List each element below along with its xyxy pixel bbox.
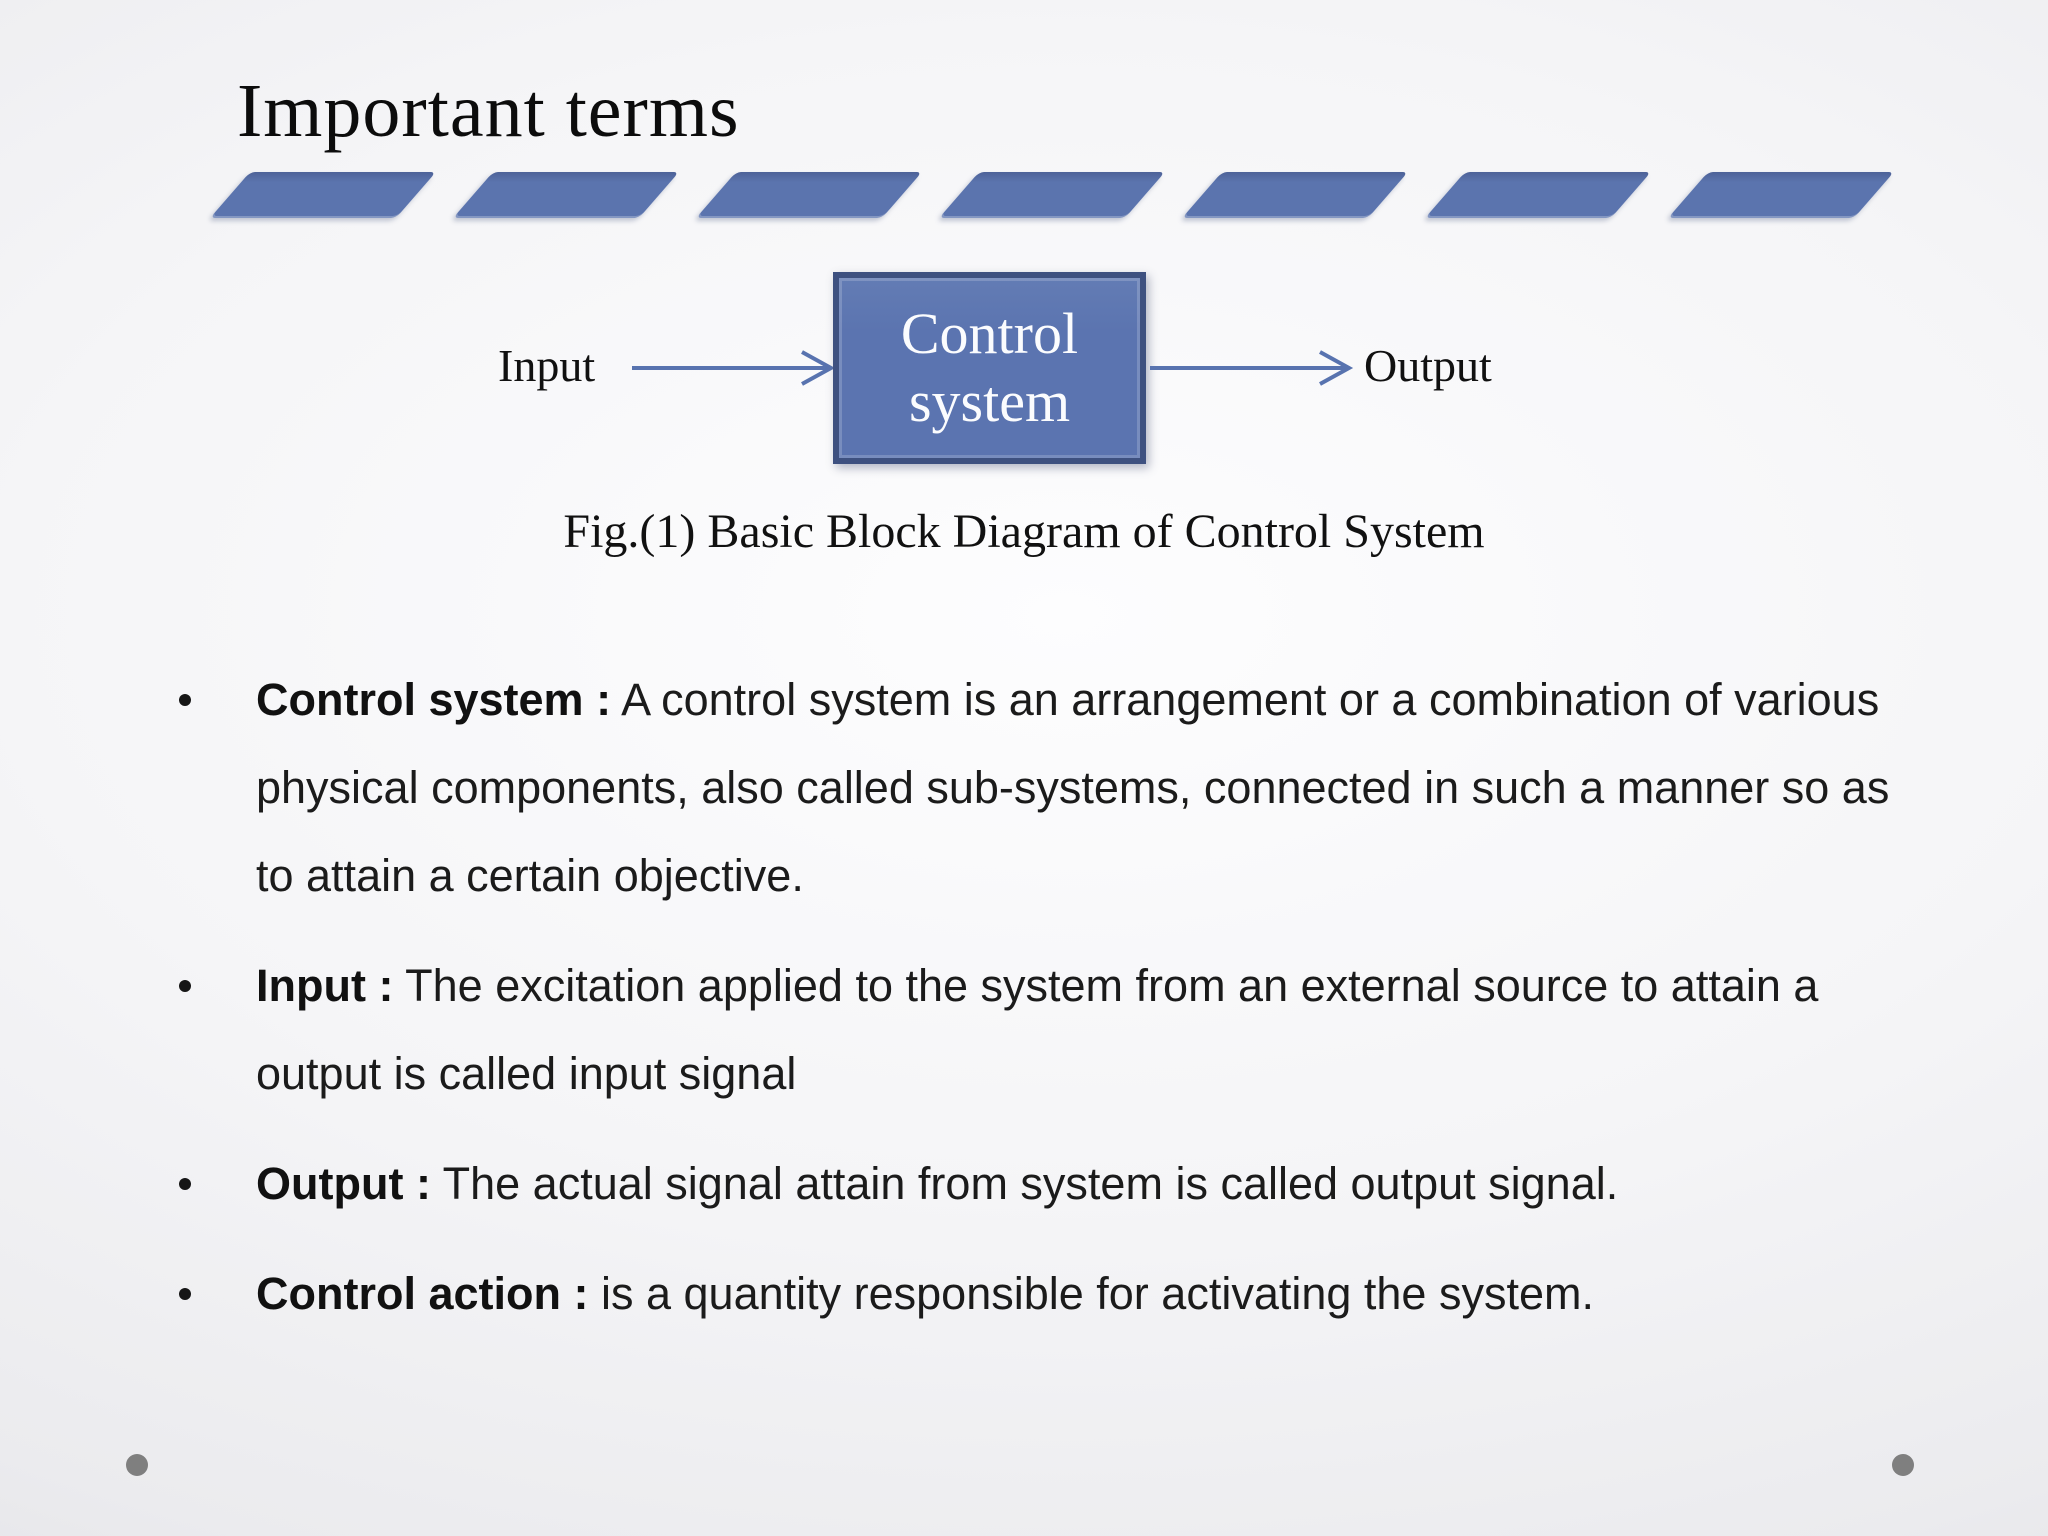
- term-definition: The actual signal attain from system is …: [442, 1158, 1619, 1209]
- diagram-output-label: Output: [1364, 340, 1492, 391]
- control-system-box-label-line2: system: [908, 369, 1071, 434]
- term-definition: The excitation applied to the system fro…: [256, 960, 1819, 1099]
- definition-list: Control system : A control system is an …: [179, 656, 1896, 1360]
- bullet-dot-icon: [179, 694, 191, 706]
- bullet-text: Control action : is a quantity responsib…: [256, 1250, 1896, 1338]
- bullet-dot-icon: [179, 1288, 191, 1300]
- term-definition: A control system is an arrangement or a …: [256, 674, 1890, 901]
- bullet-marker: [179, 1140, 256, 1228]
- bullet-marker: [179, 1250, 256, 1338]
- list-item: Input : The excitation applied to the sy…: [179, 942, 1896, 1118]
- bullet-marker: [179, 942, 256, 1118]
- input-arrow-icon: [632, 350, 836, 386]
- slide-title: Important terms: [237, 69, 740, 153]
- list-item: Output : The actual signal attain from s…: [179, 1140, 1896, 1228]
- control-system-box: Control system: [833, 272, 1146, 464]
- term-label: Control system :: [256, 674, 612, 725]
- control-system-block-diagram: Input Control system Output: [0, 0, 2048, 560]
- list-item: Control action : is a quantity responsib…: [179, 1250, 1896, 1338]
- term-label: Output :: [256, 1158, 431, 1209]
- control-system-box-label-line1: Control: [900, 301, 1079, 366]
- bullet-marker: [179, 656, 256, 920]
- output-arrow-icon: [1150, 350, 1354, 386]
- term-label: Input :: [256, 960, 394, 1011]
- list-item: Control system : A control system is an …: [179, 656, 1896, 920]
- bullet-text: Control system : A control system is an …: [256, 656, 1896, 920]
- bullet-dot-icon: [179, 980, 191, 992]
- diagram-input-label: Input: [498, 340, 596, 391]
- term-definition: is a quantity responsible for activating…: [600, 1268, 1594, 1319]
- figure-caption: Fig.(1) Basic Block Diagram of Control S…: [563, 505, 1485, 558]
- bullet-text: Output : The actual signal attain from s…: [256, 1140, 1896, 1228]
- bullet-text: Input : The excitation applied to the sy…: [256, 942, 1896, 1118]
- theme-corner-dot-left: [126, 1454, 148, 1476]
- bullet-dot-icon: [179, 1178, 191, 1190]
- term-label: Control action :: [256, 1268, 589, 1319]
- theme-corner-dot-right: [1892, 1454, 1914, 1476]
